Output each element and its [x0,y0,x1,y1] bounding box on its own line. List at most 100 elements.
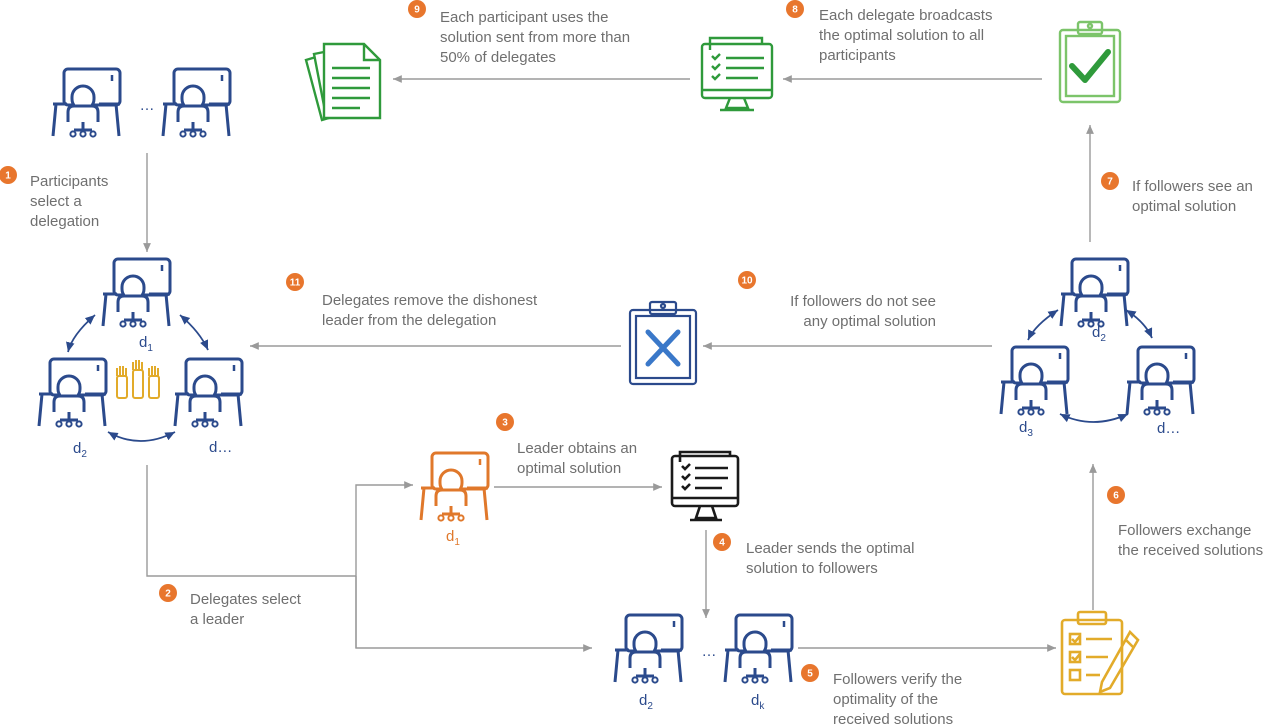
exchange-d3-label: d3 [1019,419,1033,439]
participants-ellipsis: … [140,97,155,114]
step-description: Leader sends the optimal solution to foll… [746,540,914,577]
delegation-link-arrow [179,314,209,351]
step-badge [1107,486,1125,504]
step-description-line: Delegates select [190,591,302,608]
step-8: 8 Each delegate broadcasts the optimal sol… [786,0,992,64]
step-number: 2 [165,589,171,600]
step-number: 8 [792,5,798,16]
connector-arrows [143,75,1097,652]
step-description-line: Leader sends the optimal [746,540,914,557]
step-number: 4 [719,538,725,549]
exchange-dn-workstation-icon [1125,345,1196,417]
step-description-line: Each delegate broadcasts [819,7,992,24]
delegate-dn-workstation-icon [173,357,244,429]
monitor-list-broadcast-icon [700,36,774,112]
clipboard-x-icon [628,300,698,386]
step-description-line: Delegates remove the dishonest [322,292,538,309]
step-4: 4 Leader sends the optimal solution to fol… [713,533,914,577]
monitor-checklist-icon [670,450,740,522]
leader-workstation-icon [419,451,490,523]
step-description: Each delegate broadcasts the optimal solu… [819,7,992,64]
exchange-group: d2 d3 d… [999,257,1196,439]
raised-hands-icon [116,360,160,399]
delegation-group: d1 d2 d… [37,257,244,460]
participant-workstation-icon [51,67,122,139]
step-description: If followers see an optimal solution [1132,178,1253,215]
step-badge [408,0,426,18]
arrow-to-leader [355,481,413,648]
step-description-line: If followers see an [1132,178,1253,195]
delegation-link-arrow [107,431,176,442]
delegate-d1-label: d1 [139,334,153,354]
step-badge [286,273,304,291]
follower-dk-workstation-icon [723,613,794,685]
clipboard-pencil-icon [1060,610,1140,696]
step-description-line: solution to followers [746,560,878,577]
step-description-line: the optimal solution to all [819,27,984,44]
step-description-line: Participants [30,173,108,190]
exchange-link-arrow [1125,309,1153,339]
step-badge [159,584,177,602]
step-2: 2 Delegates select a leader [159,584,302,628]
follower-dk-label: dk [751,692,765,712]
step-description-line: Leader obtains an [517,440,637,457]
delegation-link-arrow [66,314,96,353]
step-description: Followers verify the optimality of the rec… [833,671,962,725]
step-description-line: If followers do not see [790,293,936,310]
step-description: Delegates remove the dishonest leader fro… [322,292,538,329]
step-7: 7 If followers see an optimal solution [1101,172,1253,215]
exchange-link-arrow [1059,413,1129,423]
leader-group: d1 [419,451,490,548]
delegate-d2-label: d2 [73,440,87,460]
step-badge [1101,172,1119,190]
step-number: 3 [502,418,508,429]
step-number: 9 [414,5,420,16]
leader-d1-label: d1 [446,528,460,548]
follower-d2-label: d2 [639,692,653,712]
step-description-line: 50% of delegates [440,49,556,66]
followers-ellipsis: … [702,643,717,660]
step-description-line: delegation [30,213,99,230]
follower-d2-workstation-icon [613,613,684,685]
step-description-line: a leader [190,611,244,628]
clipboard-check-icon [1058,20,1122,104]
step-badge [801,664,819,682]
arrow-to-followers [355,576,592,652]
step-number: 11 [290,278,301,289]
step-description-line: optimal solution [1132,198,1236,215]
step-number: 1 [5,171,11,182]
arrow-delegation-down [146,465,356,577]
document-stack-icon [304,42,382,122]
step-number: 7 [1107,177,1113,188]
step-description-line: received solutions [833,711,953,725]
step-number: 10 [741,276,753,287]
step-description-line: solution sent from more than [440,29,630,46]
step-description-line: optimality of the [833,691,938,708]
step-description-line: Followers verify the [833,671,962,688]
step-number: 5 [807,669,813,680]
step-badge [786,0,804,18]
exchange-d3-workstation-icon [999,345,1070,417]
exchange-d2-label: d2 [1092,324,1106,344]
delegate-d1-workstation-icon [101,257,172,329]
exchange-d2-workstation-icon [1059,257,1130,329]
step-badge [496,413,514,431]
participant-workstation-icon [161,67,232,139]
step-badge [0,166,17,184]
participants-group: … [51,67,232,139]
step-5: 5 Followers verify the optimality of the re… [801,664,962,725]
step-description-line: Each participant uses the [440,9,608,26]
step-description-line: leader from the delegation [322,312,496,329]
step-description-line: participants [819,47,896,64]
step-description-line: the received solutions [1118,542,1263,559]
step-9: 9 Each participant uses the solution sent … [408,0,630,66]
